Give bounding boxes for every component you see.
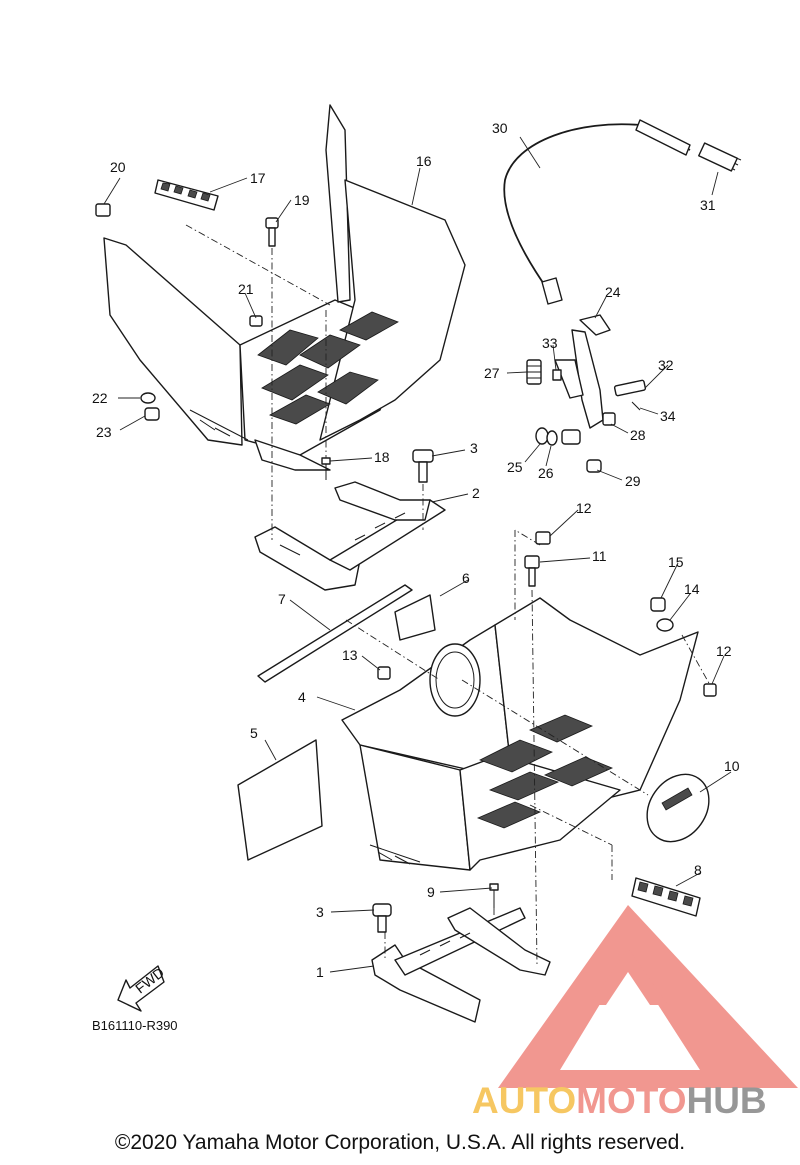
bolt-11 [524,555,540,587]
callout-labels: 20 17 16 19 21 22 23 18 3 2 30 31 24 33 … [92,120,740,1033]
callout-10: 10 [724,758,740,774]
callout-31: 31 [700,197,716,213]
callout-25: 25 [507,459,523,475]
bolt-3-upper [412,449,434,483]
bolt-12-right [703,683,717,697]
automotohub-watermark: AUTOMOTOHUB [472,905,798,1121]
callout-22: 22 [92,390,108,406]
watermark-moto-text: MOTO [576,1080,686,1121]
callout-30: 30 [492,120,508,136]
clip-34 [631,401,641,411]
cover-10 [646,773,710,843]
washer-14 [656,618,674,632]
fwd-arrow-icon: FWD [117,964,167,1012]
lower-footrest-assembly [341,597,699,871]
callout-27: 27 [484,365,500,381]
watermark-auto-text: AUTO [472,1080,576,1121]
collar [561,429,581,445]
washer-22 [140,392,156,404]
svg-text:AUTOMOTOHUB: AUTOMOTOHUB [472,1080,767,1121]
callout-29: 29 [625,473,641,489]
bolt-13 [377,666,391,680]
callout-3-upper: 3 [470,440,478,456]
callout-34: 34 [660,408,676,424]
bracket-1 [371,907,551,1023]
callout-14: 14 [684,581,700,597]
callout-6: 6 [462,570,470,586]
footplate-8 [631,877,701,917]
callout-12-right: 12 [716,643,732,659]
callout-11: 11 [592,548,607,564]
callout-32: 32 [658,357,674,373]
callout-28: 28 [630,427,646,443]
callout-23: 23 [96,424,112,440]
callout-17: 17 [250,170,266,186]
nut-15 [650,597,666,612]
callout-16: 16 [416,153,432,169]
callout-4: 4 [298,689,306,705]
pin-32 [613,379,647,397]
bolt-20 [95,203,111,217]
watermark-inner-g [590,948,668,1005]
callout-9: 9 [427,884,435,900]
nut-29 [586,459,602,473]
leader-lines [103,136,732,973]
callout-18: 18 [374,449,390,465]
watermark-triangle [498,905,798,1088]
strip-7 [257,584,413,683]
upper-footrest-assembly [103,104,466,471]
washer-26 [546,430,558,446]
callout-19: 19 [294,192,310,208]
assembly-lines [185,224,711,966]
spring-27 [526,359,542,385]
nut-23 [144,407,160,421]
callout-20: 20 [110,159,126,175]
callout-1: 1 [316,964,324,980]
footplate-17 [154,179,219,211]
washer-25 [535,427,549,445]
bolt-3-lower [372,903,392,933]
callout-7: 7 [278,591,286,607]
diagram-code: B161110-R390 [92,1018,178,1033]
callout-8: 8 [694,862,702,878]
bolt-19 [265,217,279,247]
bolt-12-upper [535,531,551,545]
pad-5 [237,739,323,861]
watermark-hub-text: HUB [686,1080,766,1121]
brake-cable-30 [503,119,691,305]
callout-21: 21 [238,281,254,297]
bolt-21 [249,315,263,327]
bracket-2 [254,481,446,591]
spring-31 [698,142,742,172]
copyright-notice: ©2020 Yamaha Motor Corporation, U.S.A. A… [114,1131,686,1154]
callout-3-lower: 3 [316,904,324,920]
callout-5: 5 [250,725,258,741]
callout-12-upper: 12 [576,500,592,516]
callout-13: 13 [342,647,358,663]
pin-33 [552,369,562,381]
bolt-28 [602,412,616,426]
callout-26: 26 [538,465,554,481]
callout-33: 33 [542,335,558,351]
pad-6 [394,594,436,641]
callout-15: 15 [668,554,684,570]
brake-lever-24 [554,314,611,429]
callout-24: 24 [605,284,621,300]
callout-2: 2 [472,485,480,501]
rivet-9 [489,883,499,908]
